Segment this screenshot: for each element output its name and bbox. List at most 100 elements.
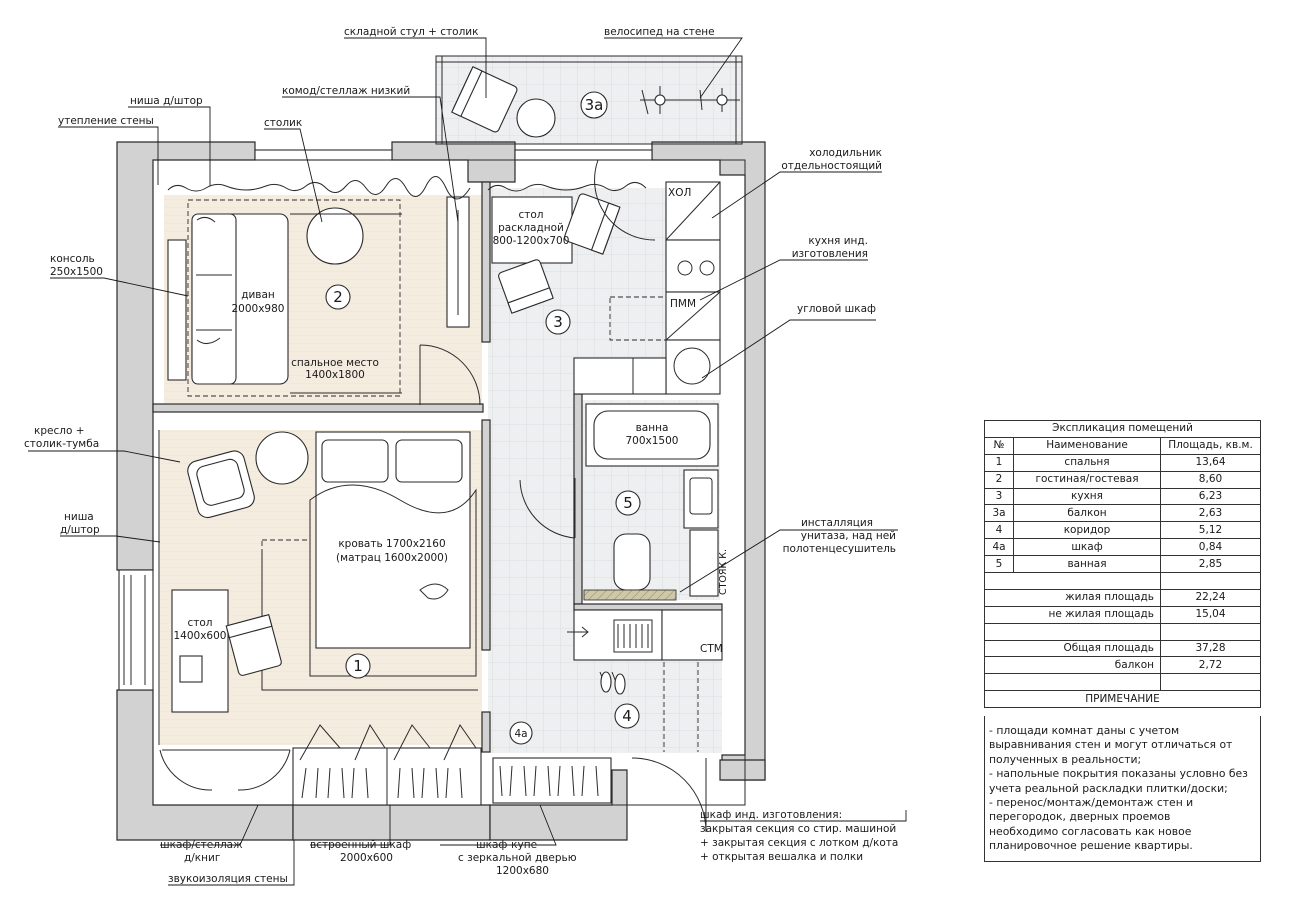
note-line: - площади комнат даны с учетом bbox=[989, 724, 1180, 737]
room-number-3: 3 bbox=[553, 313, 563, 331]
room-number-4a: 4а bbox=[514, 728, 527, 740]
label-bike: велосипед на стене bbox=[604, 26, 715, 38]
corridor-furniture bbox=[567, 609, 723, 833]
note-title: ПРИМЕЧАНИЕ bbox=[984, 690, 1261, 709]
note-line: планировочное решение квартиры. bbox=[989, 839, 1193, 853]
living-room-furniture bbox=[167, 176, 647, 406]
label-fridge-1: холодильник bbox=[809, 147, 882, 159]
room-numbers: 2 3 3а 5 1 4 4а bbox=[325, 91, 641, 745]
notes-block: - площади комнат даны с учетом выравнива… bbox=[984, 716, 1261, 862]
note-line: учета реальной раскладки плитки/доски; bbox=[989, 781, 1228, 795]
label-armchair-1: кресло + bbox=[34, 425, 85, 437]
label-armchair-2: столик-тумба bbox=[24, 438, 99, 450]
floor-corridor bbox=[488, 393, 574, 753]
label-fridge-2: отдельностоящий bbox=[781, 160, 882, 172]
balcony bbox=[435, 55, 743, 145]
explication-table: Экспликация помещений № Наименование Пло… bbox=[984, 420, 1261, 709]
note-line: - перенос/монтаж/демонтаж стен и bbox=[989, 796, 1194, 810]
sofa-label: диван bbox=[241, 289, 275, 301]
label-install-2: унитаза, над ней bbox=[801, 530, 896, 542]
table-title: Экспликация помещений bbox=[984, 420, 1261, 438]
col-header-number: № bbox=[984, 436, 1014, 455]
leader-lines bbox=[28, 37, 907, 886]
stoyak-label: СТОЯК К. bbox=[718, 549, 729, 595]
label-chair-table: складной стул + столик bbox=[344, 26, 478, 38]
label-builtin-1: встроенный шкаф bbox=[310, 839, 411, 851]
label-curtain-niche-left-2: д/штор bbox=[60, 524, 100, 536]
label-kitchen-1: кухня инд. bbox=[808, 235, 868, 247]
table-spacer-row bbox=[984, 572, 1261, 590]
col-header-name: Наименование bbox=[1013, 436, 1161, 455]
fold-table-size: 800-1200x700 bbox=[493, 235, 570, 247]
label-console-1: консоль bbox=[50, 253, 95, 265]
label-curtain-niche-top: ниша д/штор bbox=[130, 95, 203, 107]
room-number-4: 4 bbox=[622, 707, 632, 725]
note-line: выравнивания стен и могут отличаться от bbox=[989, 738, 1233, 752]
kitchen-furniture bbox=[491, 159, 721, 395]
col-header-area: Площадь, кв.м. bbox=[1160, 436, 1261, 455]
in-plan-labels: диван 2000x980 спальное место 1400x1800 … bbox=[174, 187, 729, 655]
storage-units bbox=[292, 723, 612, 806]
label-kitchen-2: изготовления bbox=[792, 248, 868, 260]
bath-size: 700x1500 bbox=[626, 435, 679, 447]
table-spacer-row bbox=[984, 622, 1261, 641]
desk-size: 1400x600 bbox=[174, 630, 227, 642]
fold-table-label: стол bbox=[518, 209, 543, 221]
label-custom-4: + открытая вешалка и полки bbox=[700, 851, 863, 863]
label-builtin-2: 2000x600 bbox=[340, 852, 393, 864]
label-wardrobe-1: шкаф-купе bbox=[476, 839, 537, 851]
note-line: полученных в реальности; bbox=[989, 752, 1142, 766]
table-spacer-row bbox=[984, 673, 1261, 692]
bathroom-furniture bbox=[519, 403, 719, 601]
fold-table-label-2: раскладной bbox=[498, 222, 564, 234]
label-wardrobe-3: 1200x680 bbox=[496, 865, 549, 877]
label-install-3: полотенцесушитель bbox=[783, 543, 896, 555]
label-wall-insulation: утепление стены bbox=[58, 115, 154, 127]
note-line: необходимо согласовать как новое bbox=[989, 824, 1192, 838]
bed-size: (матрац 1600x2000) bbox=[336, 552, 448, 564]
label-bookcase-2: д/книг bbox=[184, 852, 220, 864]
label-dresser: комод/стеллаж низкий bbox=[282, 85, 410, 97]
label-side-table: столик bbox=[264, 117, 302, 129]
sofa-size: 2000x980 bbox=[232, 303, 285, 315]
label-custom-1: шкаф инд. изготовления: bbox=[700, 809, 842, 821]
label-install-1: инсталляция bbox=[801, 517, 873, 529]
label-corner-cabinet: угловой шкаф bbox=[797, 303, 876, 315]
hol-label: ХОЛ bbox=[668, 187, 691, 199]
bath-label: ванна bbox=[636, 422, 669, 434]
room-number-5: 5 bbox=[623, 494, 633, 512]
room-number-3a: 3а bbox=[585, 96, 604, 114]
room-number-2: 2 bbox=[333, 288, 343, 306]
label-wardrobe-2: с зеркальной дверью bbox=[458, 852, 577, 864]
annotations: складной стул + столик велосипед на стен… bbox=[24, 26, 898, 885]
sleep-label: спальное место bbox=[291, 357, 379, 369]
sleep-size: 1400x1800 bbox=[305, 369, 365, 381]
label-custom-3: + закрытая секция с лотком д/кота bbox=[700, 837, 898, 849]
bedroom-furniture bbox=[158, 430, 478, 791]
room-number-1: 1 bbox=[353, 657, 363, 675]
pmm-label: ПММ bbox=[670, 298, 696, 310]
walls bbox=[116, 141, 766, 841]
bed-label: кровать 1700x2160 bbox=[338, 538, 445, 550]
note-line: - напольные покрытия показаны условно бе… bbox=[989, 767, 1248, 781]
note-title-row: ПРИМЕЧАНИЕ bbox=[984, 690, 1261, 709]
label-custom-2: закрытая секция со стир. машиной bbox=[700, 823, 896, 835]
note-line: перегородок, дверных проемов bbox=[989, 810, 1171, 824]
label-soundproof: звукоизоляция стены bbox=[168, 873, 288, 885]
label-console-2: 250x1500 bbox=[50, 266, 103, 278]
table-header-row: № Наименование Площадь, кв.м. bbox=[984, 436, 1261, 455]
desk-label: стол bbox=[187, 617, 212, 629]
label-curtain-niche-left-1: ниша bbox=[64, 511, 94, 523]
